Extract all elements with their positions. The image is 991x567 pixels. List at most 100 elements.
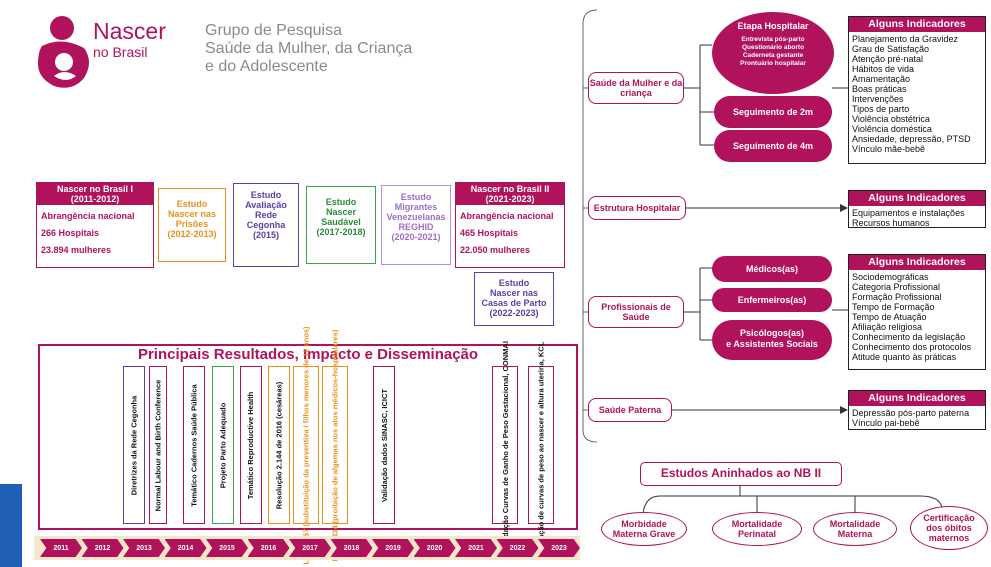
indicator-item: Vínculo pai-bebê	[852, 418, 920, 428]
indicator-item: Conhecimento da legislação	[852, 332, 966, 342]
nb2-line2: 465 Hospitais	[460, 228, 519, 238]
timeline-year-2022: 2022	[496, 539, 539, 557]
indicator-item: Vínculo mãe-bebê	[852, 144, 926, 154]
group-title-line2: Saúde da Mulher, da Criança	[205, 40, 413, 57]
logo	[32, 12, 94, 94]
result-parto-adequado: Projeto Parto Adequado	[212, 366, 234, 524]
pill-etapa-hospitalar: Etapa Hospitalar Entrevista pós-parto Qu…	[712, 12, 834, 94]
indicator-item: Boas práticas	[852, 84, 907, 94]
logo-text-nascer: Nascer	[93, 18, 166, 44]
nested-certificacao: Certificação dos óbitos maternos	[910, 506, 988, 550]
results-panel	[38, 344, 578, 530]
indicator-item: Tipos de parto	[852, 104, 910, 114]
indicators-box-4: Alguns Indicadores Depressão pós-parto p…	[848, 390, 986, 430]
nb2-line3: 22.050 mulheres	[460, 245, 531, 255]
timeline-year-2011: 2011	[40, 539, 82, 557]
nb1-line1: Abrangência nacional	[41, 211, 135, 221]
nb2-title: Nascer no Brasil II	[470, 184, 550, 194]
indicator-item: Violência obstétrica	[852, 114, 930, 124]
result-curvas-kcl: Criação de curvas de peso ao nascer e al…	[528, 341, 554, 549]
result-resolucao-2144: Resolução 2.144 de 2016 (cesáreas)	[268, 366, 290, 524]
timeline-year-2023: 2023	[538, 539, 580, 557]
indicator-item: Hábitos de vida	[852, 64, 915, 74]
group-title-line3: e do Adolescente	[205, 58, 328, 75]
study-nb2: Nascer no Brasil II (2021-2023) Abrangên…	[455, 182, 565, 268]
nb1-title: Nascer no Brasil I	[56, 184, 134, 194]
indicator-item: Atitude quanto às práticas	[852, 352, 957, 362]
indicator-item: Formação Profissional	[852, 292, 942, 302]
indicator-item: Categoria Profissional	[852, 282, 941, 292]
indicator-item: Grau de Satisfação	[852, 44, 930, 54]
indicator-item: Amamentação	[852, 74, 911, 84]
group-saude-mulher: Saúde da Mulher e da criança	[588, 72, 684, 104]
result-lei-13257: Lei 13.257 (substituição da preventiva /…	[293, 326, 319, 564]
indicator-item: Sociodemográficas	[852, 272, 929, 282]
nb1-line2: 266 Hospitais	[41, 228, 100, 238]
pill-seguimento-4m: Seguimento de 4m	[714, 130, 832, 162]
nb2-line1: Abrangência nacional	[460, 211, 554, 221]
indicator-item: Afiliação religiosa	[852, 322, 923, 332]
result-reproductive-health: Temático Reproductive Health	[240, 366, 262, 524]
nested-mortalidade-materna: Mortalidade Materna	[813, 512, 897, 546]
timeline-year-2015: 2015	[206, 539, 248, 557]
pill-psicologos: Psicólogos(as)e Assistentes Sociais	[712, 320, 832, 360]
group-profissionais: Profissionais de Saúde	[588, 296, 684, 328]
timeline-year-2020: 2020	[413, 539, 456, 557]
result-rede-cegonha: Diretrizes da Rede Cegonha	[123, 366, 145, 524]
indicator-item: Intervenções	[852, 94, 904, 104]
nested-mortalidade-perinatal: Mortalidade Perinatal	[712, 512, 802, 546]
pill-medicos: Médicos(as)	[712, 256, 832, 282]
timeline-year-2014: 2014	[164, 539, 207, 557]
nested-title: Estudos Aninhados ao NB II	[640, 462, 842, 486]
indicator-item: Atenção pré-natal	[852, 54, 924, 64]
indicator-item: Recursos humanos	[852, 218, 930, 228]
result-sinasc: Validação dados SINASC, ICICT	[373, 366, 395, 524]
pill-seguimento-2m: Seguimento de 2m	[714, 96, 832, 128]
logo-mother-child-icon	[38, 16, 89, 88]
indicators-box-1: Alguns Indicadores Planejamento da Gravi…	[848, 16, 986, 164]
logo-text-no-brasil: no Brasil	[93, 44, 148, 60]
indicator-item: Ansiedade, depressão, PTSD	[852, 134, 971, 144]
blue-side-tab	[0, 484, 22, 567]
group-estrutura-hospitalar: Estrutura Hospitalar	[588, 196, 686, 220]
group-title-line1: Grupo de Pesquisa	[205, 22, 342, 39]
results-title: Principais Resultados, Impacto e Dissemi…	[137, 346, 479, 363]
indicator-item: Tempo de Formação	[852, 302, 935, 312]
indicators-title-2: Alguns Indicadores	[849, 191, 985, 206]
nb1-line3: 23.894 mulheres	[41, 245, 112, 255]
nb1-years: (2011-2012)	[70, 194, 120, 204]
timeline-year-2016: 2016	[247, 539, 290, 557]
indicator-item: Violência doméstica	[852, 124, 932, 134]
result-cadernos: Temático Cadernos Saúde Pública	[183, 366, 205, 524]
timeline-year-2013: 2013	[123, 539, 165, 557]
indicators-title-3: Alguns Indicadores	[849, 255, 985, 270]
indicator-item: Tempo de Atuação	[852, 312, 927, 322]
group-saude-paterna: Saúde Paterna	[588, 398, 672, 422]
timeline-year-2021: 2021	[455, 539, 497, 557]
study-nb1: Nascer no Brasil I (2011-2012) Abrangênc…	[36, 182, 154, 268]
timeline-year-2012: 2012	[81, 539, 124, 557]
indicator-item: Conhecimento dos protocolos	[852, 342, 972, 352]
timeline-year-2017: 2017	[289, 539, 331, 557]
pill-enfermeiros: Enfermeiros(as)	[712, 288, 832, 312]
indicators-box-2: Alguns Indicadores Equipamentos e instal…	[848, 190, 986, 228]
result-curvas-conmai: Validação Curvas de Ganho de Peso Gestac…	[492, 341, 518, 549]
result-normal-labour: Normal Labour and Birth Conference	[149, 366, 167, 524]
timeline-year-2018: 2018	[330, 539, 373, 557]
timeline-year-2019: 2019	[372, 539, 414, 557]
indicator-item: Planejamento da Gravidez	[852, 34, 959, 44]
indicator-item: Depressão pós-parto paterna	[852, 408, 970, 418]
indicator-item: Equipamentos e instalações	[852, 208, 965, 218]
indicators-title-4: Alguns Indicadores	[849, 391, 985, 406]
